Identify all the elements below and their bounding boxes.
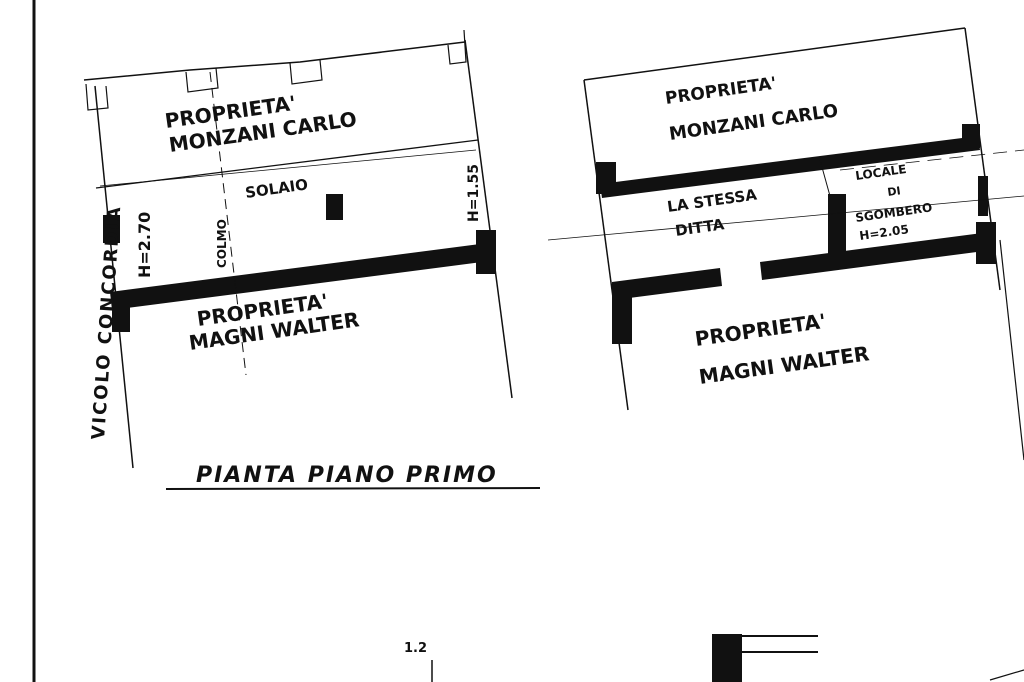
left-plan-right-wall	[464, 39, 513, 399]
right-plan-partition-line	[819, 159, 831, 197]
right-plan-side-pillar	[978, 176, 988, 216]
left-room-label: SOLAIO	[244, 175, 309, 202]
bottom-corner-mark	[989, 669, 1024, 681]
left-plan-pillar-center	[326, 194, 343, 220]
bottom-wall-block	[712, 634, 742, 682]
left-plan-top-outline	[83, 41, 466, 81]
bottom-fragment: 1.2	[404, 634, 1024, 682]
right-owner-bottom-line1: PROPRIETA'	[693, 309, 827, 351]
left-plan-left-wall	[94, 85, 134, 469]
left-plan-top-notch-1	[185, 67, 219, 93]
right-plan-guide-line-2	[839, 149, 1024, 171]
left-height-right: H=1.55	[466, 164, 482, 222]
left-plan-pillar-left	[103, 215, 120, 243]
right-plan-left-wall	[583, 79, 629, 411]
right-room-right-line3: SGOMBERO	[854, 200, 933, 225]
left-plan-wall-stub-right	[476, 230, 496, 274]
right-owner-bottom-line2: MAGNI WALTER	[697, 341, 870, 389]
plan-caption: PIANTA PIANO PRIMO	[196, 463, 498, 488]
right-plan-upper-stub-left	[596, 162, 616, 194]
left-plan-wall-stub-left	[112, 292, 130, 332]
right-room-right-line1: LOCALE	[854, 162, 907, 183]
right-room-right-line2: DI	[887, 184, 902, 199]
left-plan-top-corner	[447, 29, 467, 65]
right-room-left-line2: DITTA	[674, 215, 726, 240]
right-owner-top-line2: MONZANI CARLO	[668, 100, 840, 145]
right-plan-lower-wall-right	[760, 232, 992, 280]
right-plan-lower-wall-left	[612, 268, 722, 300]
left-ridge-label: COLMO	[215, 219, 229, 268]
right-room-left-line1: LA STESSA	[666, 186, 758, 216]
right-plan-upper-stub-right	[962, 124, 980, 148]
right-room-right-line4: H=2.05	[858, 222, 909, 243]
bottom-mark: 1.2	[404, 641, 427, 656]
left-plan: PROPRIETA' MONZANI CARLO SOLAIO H=2.70 C…	[83, 29, 541, 490]
left-plan-ridge-line	[209, 71, 247, 376]
right-plan-top-outline	[583, 27, 966, 81]
right-plan-upper-wall	[600, 136, 980, 198]
right-plan-lower-stub-left	[612, 282, 632, 344]
right-plan-guide-line-1	[547, 195, 1024, 241]
left-plan-boundary-line-2	[99, 149, 477, 187]
left-height-left: H=2.70	[135, 212, 154, 278]
right-plan: PROPRIETA' MONZANI CARLO LA STESSA DITTA…	[547, 27, 1024, 461]
left-plan-heavy-wall	[110, 244, 482, 310]
right-plan-lower-stub-right	[976, 222, 996, 264]
right-plan-partition	[828, 194, 846, 268]
right-owner-top-line1: PROPRIETA'	[664, 74, 778, 109]
caption-underline	[165, 487, 541, 490]
right-plan-outer-right	[999, 239, 1024, 461]
left-plan-top-notch-2	[289, 59, 323, 85]
